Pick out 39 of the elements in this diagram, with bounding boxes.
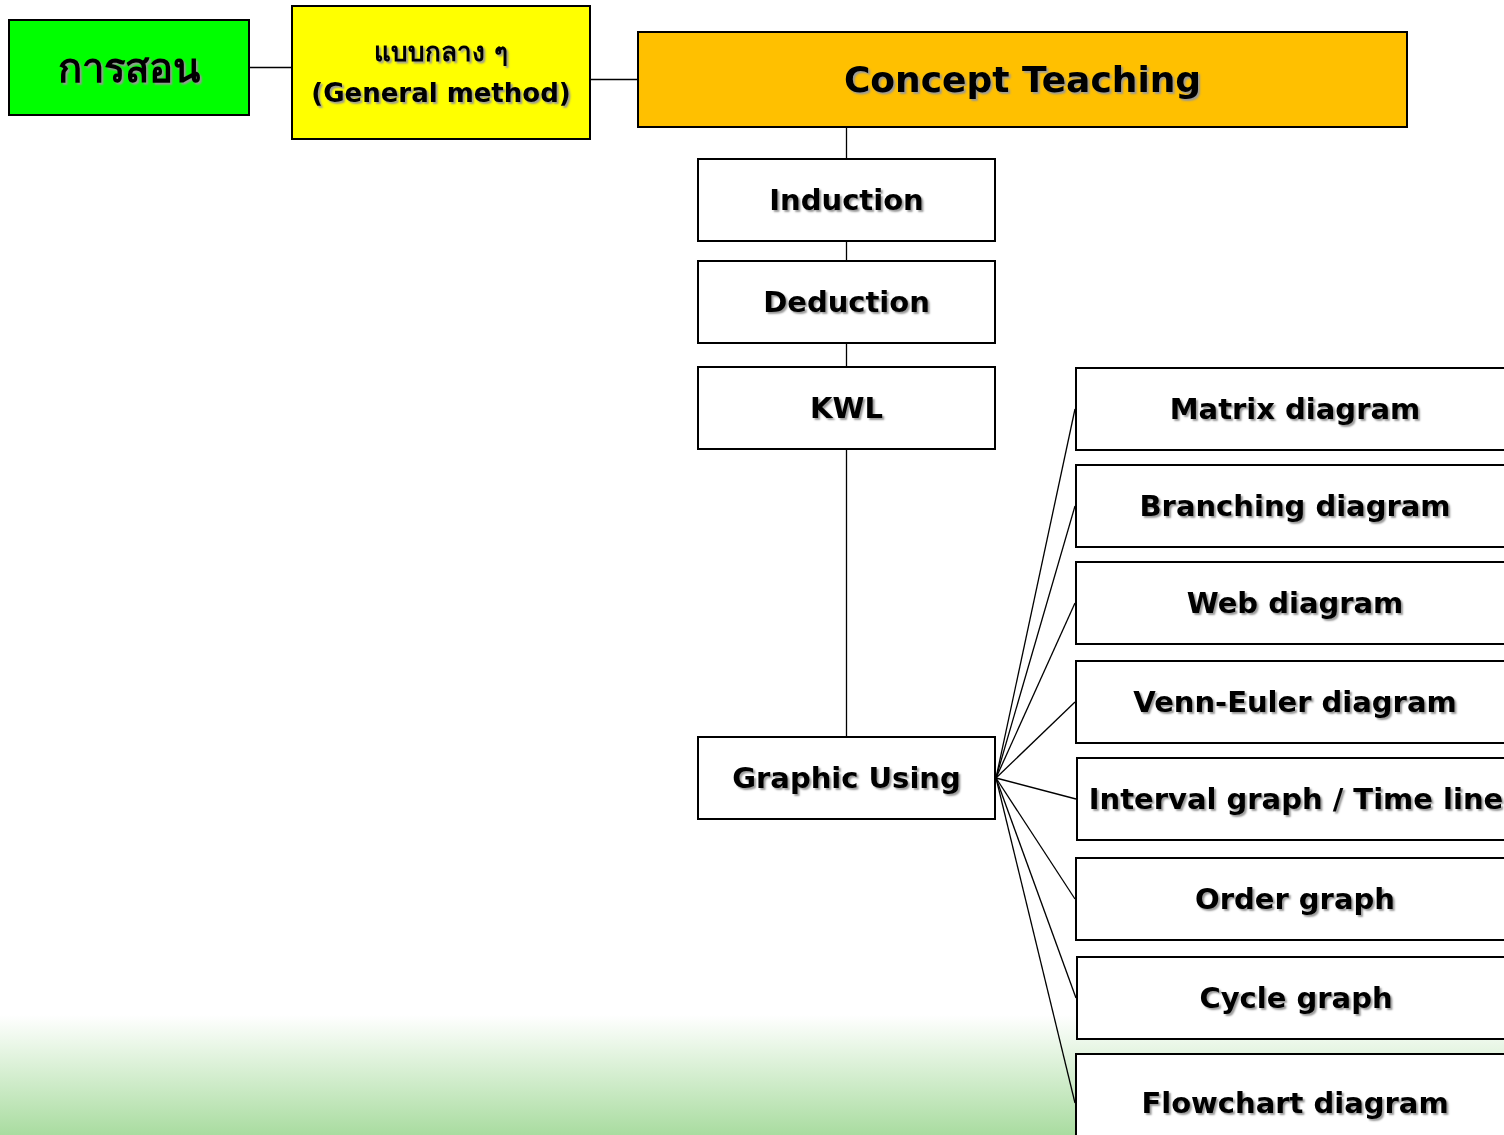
box-label: Venn-Euler diagram <box>1133 683 1457 721</box>
topic-box <box>8 19 250 116</box>
box-label: (General method) <box>311 76 571 109</box>
box-label: แบบกลาง ๆ <box>373 36 509 69</box>
process-box <box>1076 757 1504 841</box>
box-label: Interval graph / Time line <box>1088 780 1504 818</box>
method-box <box>291 5 591 140</box>
process-box <box>1075 561 1504 645</box>
connector-line <box>845 449 848 737</box>
connector-line <box>845 343 848 367</box>
box-label: การสอน <box>58 43 200 93</box>
connector-line <box>845 127 848 159</box>
process-box <box>1076 956 1504 1040</box>
connector-line <box>590 78 638 81</box>
box-label: Matrix diagram <box>1169 390 1421 428</box>
process-box <box>697 736 996 820</box>
box-label: Induction <box>769 181 924 219</box>
box-label: Web diagram <box>1186 584 1404 622</box>
box-label: Branching diagram <box>1139 487 1451 525</box>
connector-line <box>995 777 1076 900</box>
box-label: KWL <box>810 389 883 427</box>
process-box <box>1075 464 1504 548</box>
box-label: Deduction <box>763 283 930 321</box>
process-box <box>1075 1053 1504 1135</box>
box-label: Order graph <box>1195 880 1395 918</box>
concept-box <box>637 31 1408 128</box>
process-box <box>1075 660 1504 744</box>
process-box <box>697 158 996 242</box>
box-label: Flowchart diagram <box>1141 1084 1449 1122</box>
connector-line <box>249 66 292 69</box>
box-label: Concept Teaching <box>843 58 1202 102</box>
process-box <box>1075 857 1504 941</box>
connector-line <box>995 777 1077 800</box>
connector-line <box>995 701 1076 779</box>
box-label: Graphic Using <box>732 759 961 797</box>
process-box <box>1075 367 1504 451</box>
box-label: Cycle graph <box>1199 979 1393 1017</box>
process-box <box>697 366 996 450</box>
process-box <box>697 260 996 344</box>
